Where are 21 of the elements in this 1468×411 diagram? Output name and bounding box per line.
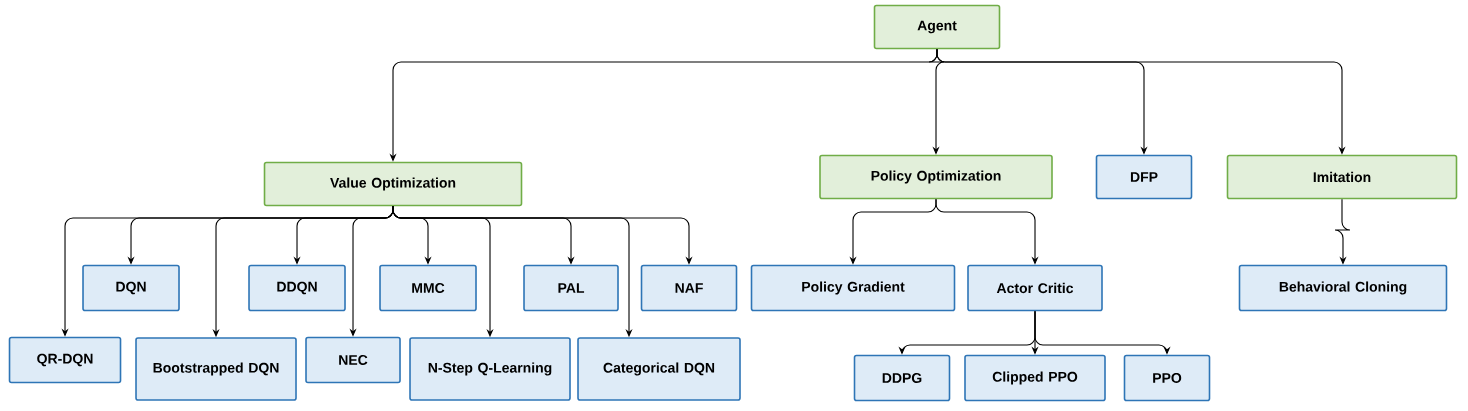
method-box: DDQN — [248, 264, 346, 312]
method-box: Behavioral Cloning — [1238, 264, 1448, 312]
method-box: MMC — [379, 264, 477, 312]
method-box: NAF — [640, 264, 738, 312]
method-box: Actor Critic — [967, 264, 1103, 312]
method-box: DFP — [1095, 154, 1193, 200]
method-box: Clipped PPO — [964, 354, 1106, 402]
category-box: Agent — [873, 4, 1001, 50]
category-box: Imitation — [1226, 154, 1458, 200]
method-box: NEC — [305, 336, 401, 384]
method-box: DQN — [82, 264, 180, 312]
method-box: Policy Gradient — [750, 264, 956, 312]
method-box: PAL — [523, 264, 619, 312]
category-box: Policy Optimization — [819, 154, 1053, 200]
method-box: Categorical DQN — [577, 337, 741, 401]
category-box: Value Optimization — [263, 161, 523, 207]
method-box: N-Step Q-Learning — [409, 337, 571, 401]
method-box: PPO — [1123, 354, 1211, 402]
method-box: Bootstrapped DQN — [135, 337, 297, 401]
method-box: QR-DQN — [8, 336, 122, 384]
method-box: DDPG — [853, 354, 951, 402]
